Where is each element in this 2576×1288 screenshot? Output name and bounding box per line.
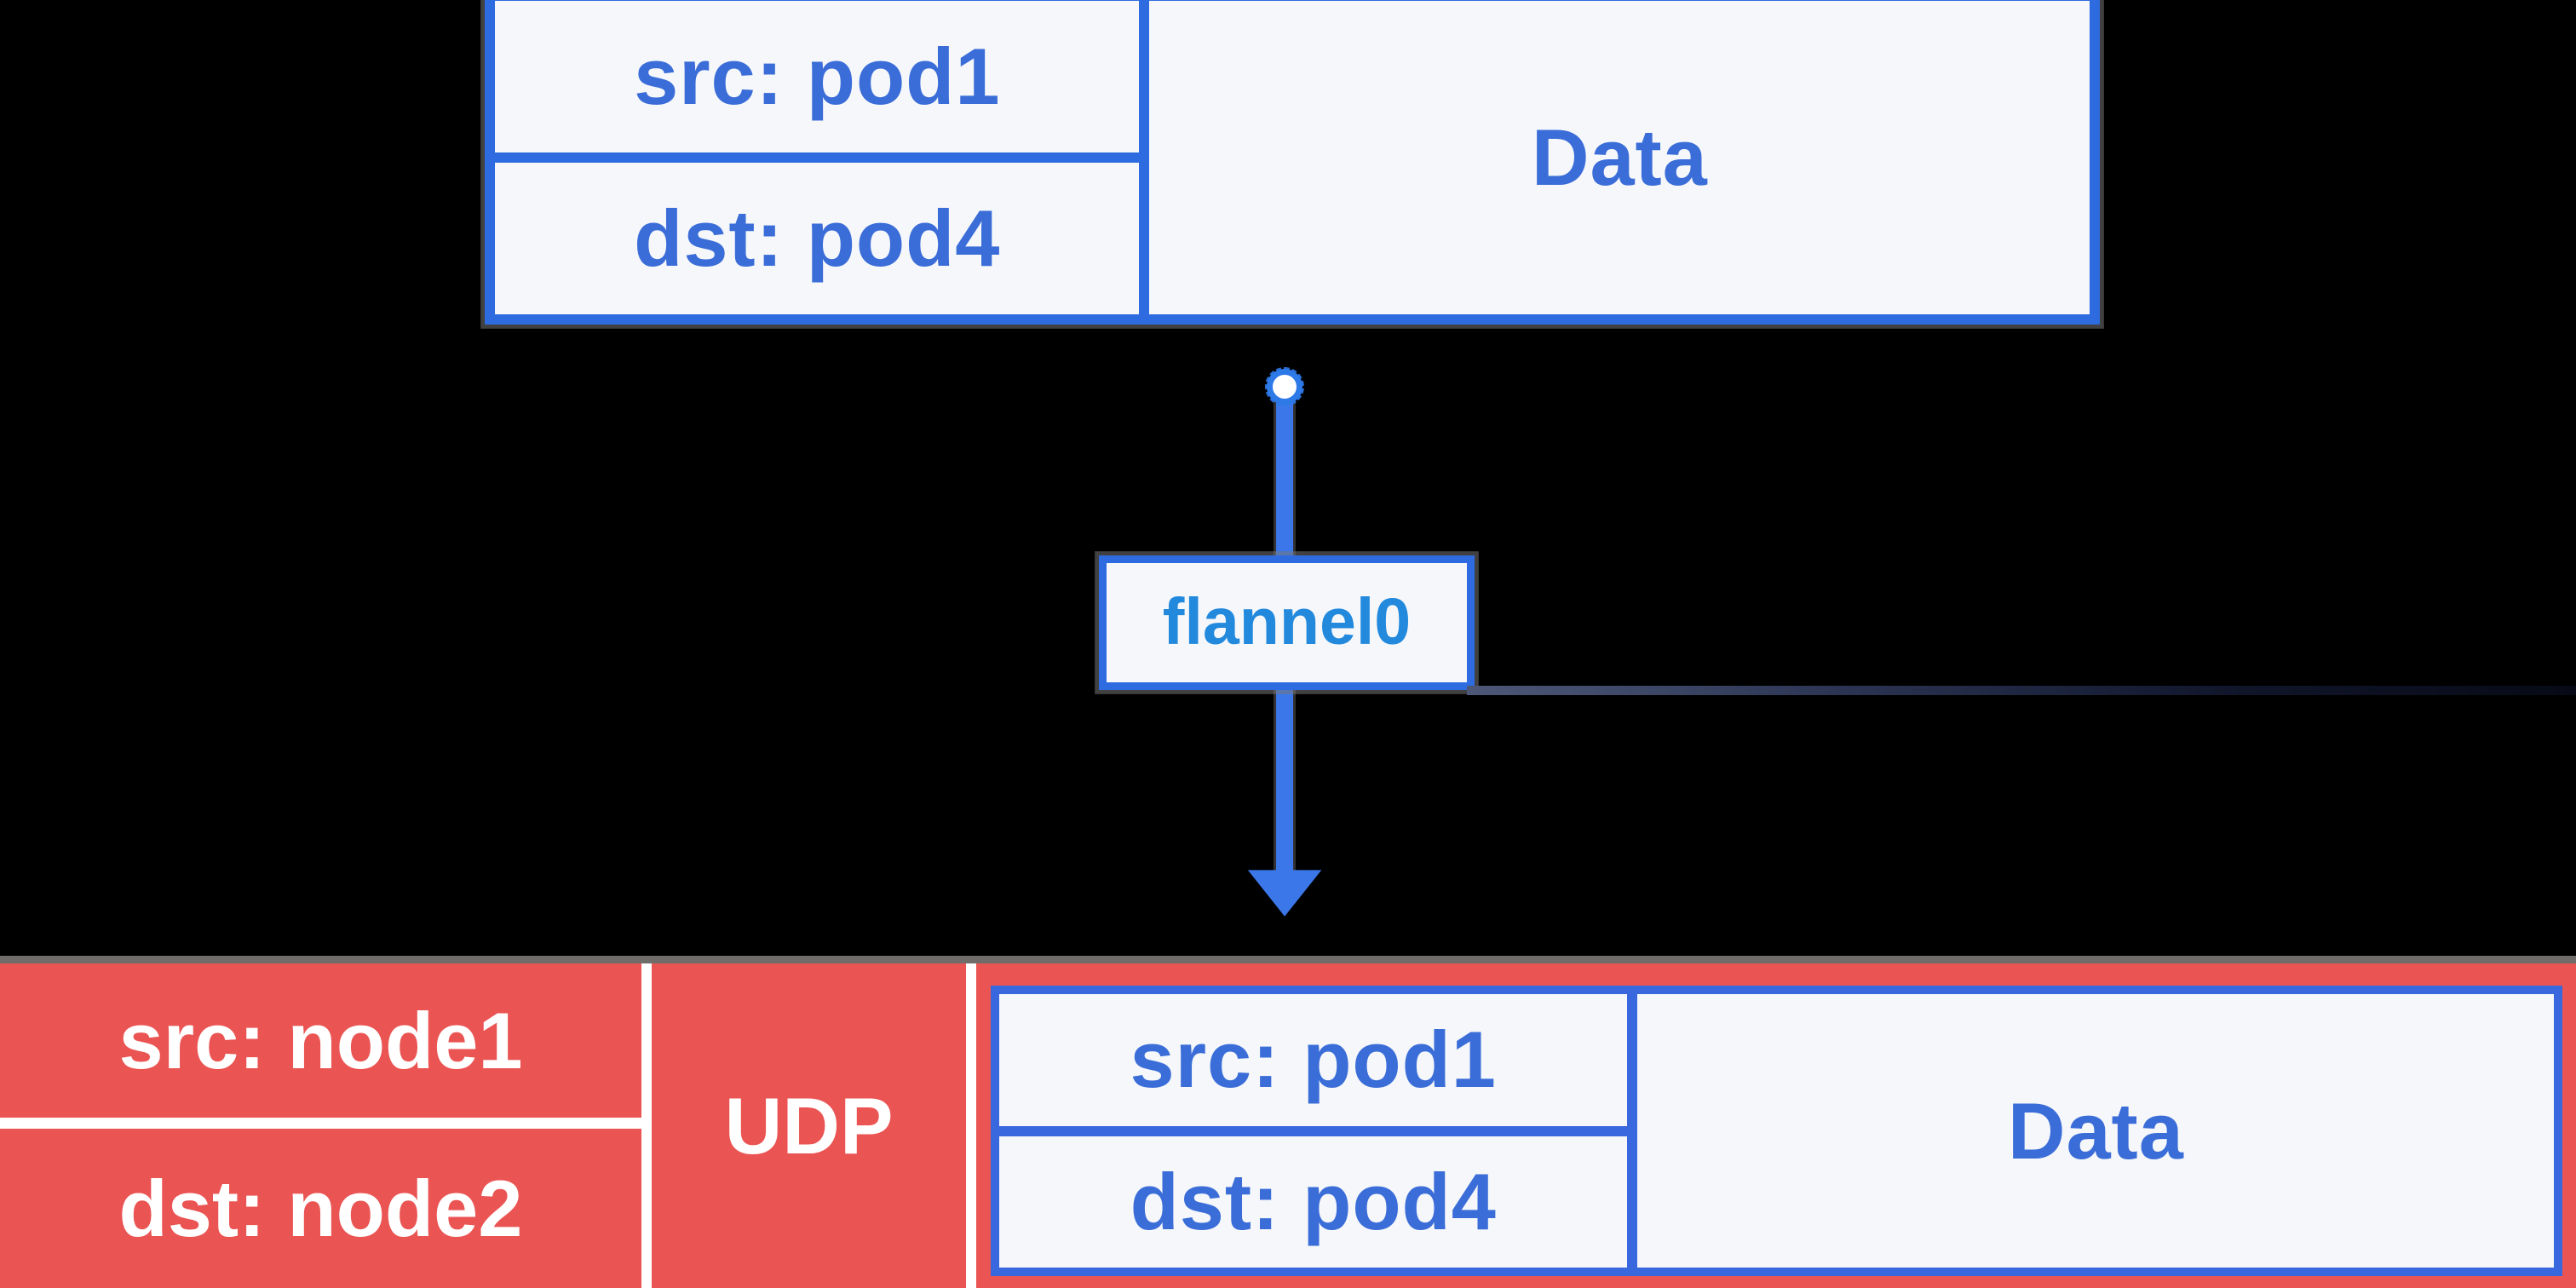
connector-endpoint-circle xyxy=(1264,366,1305,407)
encapsulated-packet-src-label: src: node1 xyxy=(118,995,523,1085)
inner-packet-data-cell: Data xyxy=(1627,994,2554,1268)
trailing-line xyxy=(1467,686,2576,695)
inner-original-packet: src: pod1 dst: pod4 Data xyxy=(991,986,2563,1276)
encapsulated-packet-divider-1 xyxy=(641,963,653,1288)
inner-packet-dst-cell: dst: pod4 xyxy=(999,1125,1628,1268)
udp-protocol-label: UDP xyxy=(724,1080,894,1170)
inner-packet-dst-label: dst: pod4 xyxy=(1130,1156,1497,1246)
flannel0-interface-box: flannel0 xyxy=(1099,555,1475,690)
inner-packet-src-label: src: pod1 xyxy=(1130,1015,1497,1105)
encapsulated-packet-dst-cell: dst: node2 xyxy=(0,1129,641,1288)
encapsulated-packet-dst-label: dst: node2 xyxy=(118,1163,523,1253)
original-packet-src-label: src: pod1 xyxy=(634,32,1001,122)
encapsulated-packet-horizontal-divider xyxy=(0,1118,641,1130)
encapsulated-packet: src: node1 dst: node2 UDP src: pod1 dst:… xyxy=(0,963,2576,1288)
original-packet-data-cell: Data xyxy=(1139,1,2090,315)
flannel0-interface-label: flannel0 xyxy=(1162,585,1412,659)
inner-packet-header-column: src: pod1 dst: pod4 xyxy=(999,994,1628,1268)
encapsulated-packet-top-border xyxy=(0,955,2576,964)
inner-packet-src-cell: src: pod1 xyxy=(999,994,1627,1125)
arrow-down-icon xyxy=(1247,870,1322,917)
original-packet-dst-cell: dst: pod4 xyxy=(495,152,1140,314)
original-packet-src-cell: src: pod1 xyxy=(495,1,1139,152)
encapsulated-packet-src-cell: src: node1 xyxy=(0,963,641,1118)
original-packet: src: pod1 dst: pod4 Data xyxy=(485,0,2101,325)
original-packet-header-column: src: pod1 dst: pod4 xyxy=(495,1,1140,314)
udp-protocol-cell: UDP xyxy=(652,963,966,1288)
original-packet-data-label: Data xyxy=(1531,112,1708,203)
original-packet-dst-label: dst: pod4 xyxy=(634,193,1001,284)
encapsulated-packet-divider-2 xyxy=(966,963,977,1288)
inner-packet-data-label: Data xyxy=(2007,1085,2184,1176)
